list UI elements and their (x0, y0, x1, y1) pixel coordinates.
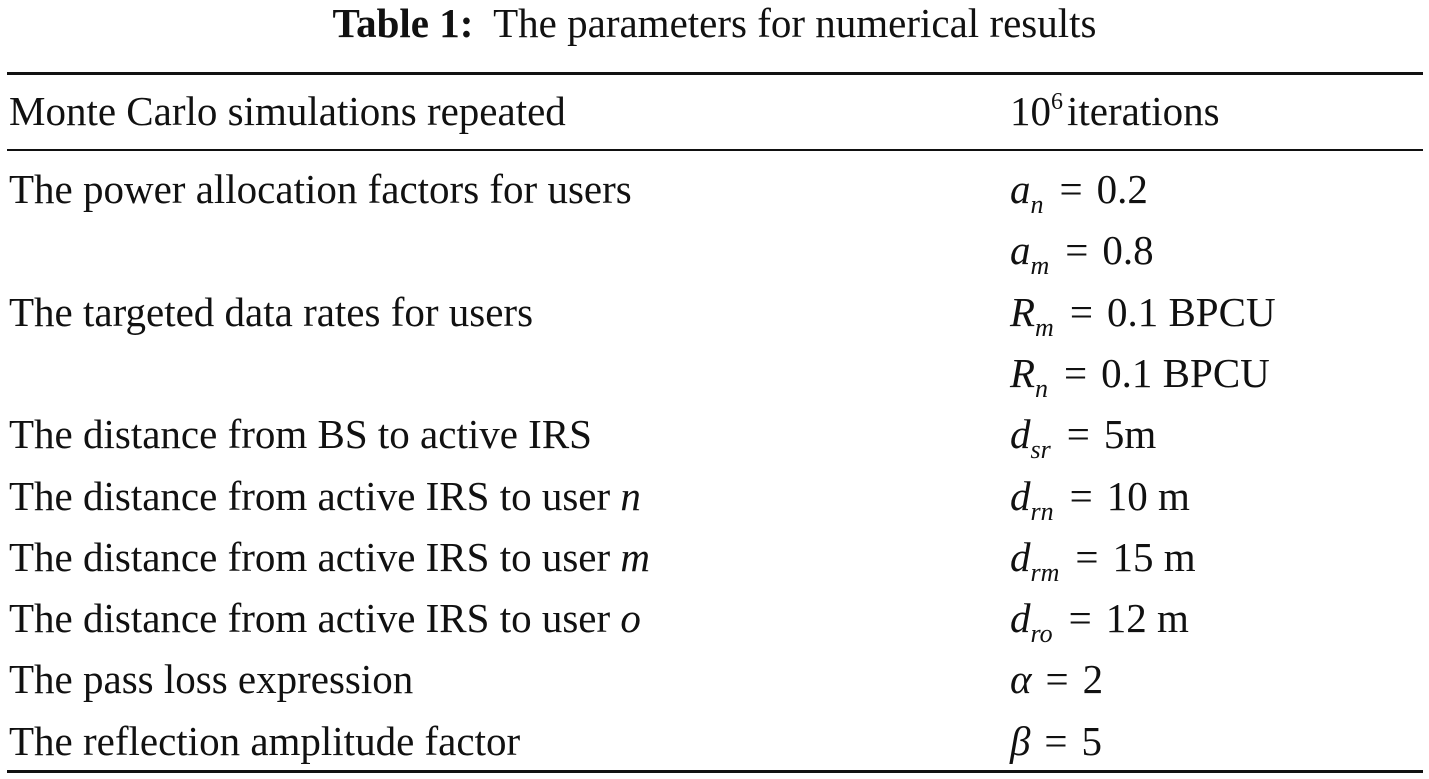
header-value-base: 10 (1010, 88, 1051, 134)
equals-sign: = (1045, 656, 1069, 702)
value-cell: Rn = 0.1 BPCU (1010, 343, 1270, 403)
param-cell: The distance from BS to active IRS (9, 404, 592, 464)
param-label: The pass loss expression (9, 656, 414, 702)
value-text: 0.1 BPCU (1101, 350, 1270, 396)
value-cell: β = 5 (1010, 711, 1102, 771)
value-subscript: n (1035, 374, 1049, 403)
param-label: The distance from active IRS to user (9, 534, 611, 580)
header-value-unit: iterations (1067, 88, 1220, 134)
value-cell: dro = 12 m (1010, 588, 1189, 648)
param-cell: The distance from active IRS to user n (9, 466, 641, 526)
equals-sign: = (1069, 473, 1093, 519)
param-label: The reflection amplitude factor (9, 718, 521, 764)
value-subscript: n (1030, 190, 1044, 219)
value-text: 5 (1081, 718, 1103, 764)
equals-sign: = (1066, 411, 1090, 457)
top-rule (7, 72, 1423, 75)
value-subscript: m (1030, 251, 1050, 280)
mid-rule (7, 149, 1423, 151)
value-subscript: m (1035, 313, 1054, 342)
value-text: 12 m (1105, 595, 1189, 641)
value-text: 0.8 (1102, 227, 1154, 273)
header-parameter-label: Monte Carlo simulations repeated (9, 88, 566, 134)
param-label: The power allocation factors for users (9, 166, 632, 212)
value-subscript: rn (1030, 497, 1054, 526)
equals-sign: = (1044, 718, 1068, 764)
value-symbol: d (1010, 534, 1031, 580)
param-label: The distance from BS to active IRS (9, 411, 592, 457)
param-cell: The pass loss expression (9, 649, 413, 709)
value-symbol: β (1010, 718, 1031, 764)
value-cell: α = 2 (1010, 649, 1103, 709)
equals-sign: = (1059, 166, 1083, 212)
value-cell: drm = 15 m (1010, 527, 1196, 587)
value-cell: am = 0.8 (1010, 220, 1154, 280)
param-variable: o (620, 595, 641, 641)
equals-sign: = (1064, 350, 1088, 396)
param-cell: The distance from active IRS to user m (9, 527, 650, 587)
value-cell: Rm = 0.1 BPCU (1010, 282, 1276, 342)
value-symbol: R (1010, 350, 1036, 396)
equals-sign: = (1069, 289, 1093, 335)
value-text: 15 m (1112, 534, 1196, 580)
header-value-cell: 106iterations (1010, 81, 1220, 141)
header-parameter-cell: Monte Carlo simulations repeated (9, 81, 566, 141)
header-value-exponent: 6 (1051, 89, 1063, 115)
equals-sign: = (1075, 534, 1099, 580)
value-cell: dsr = 5m (1010, 404, 1156, 464)
value-subscript: sr (1030, 435, 1051, 464)
value-text: 2 (1082, 656, 1104, 702)
param-cell: The power allocation factors for users (9, 159, 632, 219)
param-cell: The reflection amplitude factor (9, 711, 520, 771)
value-subscript: ro (1030, 619, 1053, 648)
value-symbol: d (1010, 595, 1031, 641)
value-symbol: d (1010, 411, 1031, 457)
bottom-rule (7, 770, 1423, 773)
value-text: 5m (1103, 411, 1157, 457)
value-text: 0.1 BPCU (1106, 289, 1276, 335)
param-cell: The distance from active IRS to user o (9, 588, 641, 648)
value-symbol: α (1010, 656, 1032, 702)
value-subscript: rm (1030, 558, 1060, 587)
param-variable: m (620, 534, 651, 580)
value-symbol: d (1010, 473, 1031, 519)
equals-sign: = (1065, 227, 1089, 273)
value-symbol: a (1010, 166, 1031, 212)
value-symbol: a (1010, 227, 1031, 273)
value-cell: drn = 10 m (1010, 466, 1190, 526)
table-caption: Table 1: The parameters for numerical re… (0, 0, 1429, 50)
param-label: The distance from active IRS to user (9, 473, 611, 519)
param-label: The distance from active IRS to user (9, 595, 611, 641)
value-cell: an = 0.2 (1010, 159, 1148, 219)
caption-text: The parameters for numerical results (493, 0, 1097, 46)
caption-label: Table 1: (332, 0, 474, 46)
value-text: 10 m (1106, 473, 1190, 519)
value-symbol: R (1010, 289, 1036, 335)
param-variable: n (620, 473, 641, 519)
equals-sign: = (1068, 595, 1092, 641)
value-text: 0.2 (1096, 166, 1148, 212)
param-cell: The targeted data rates for users (9, 282, 533, 342)
param-label: The targeted data rates for users (9, 289, 534, 335)
